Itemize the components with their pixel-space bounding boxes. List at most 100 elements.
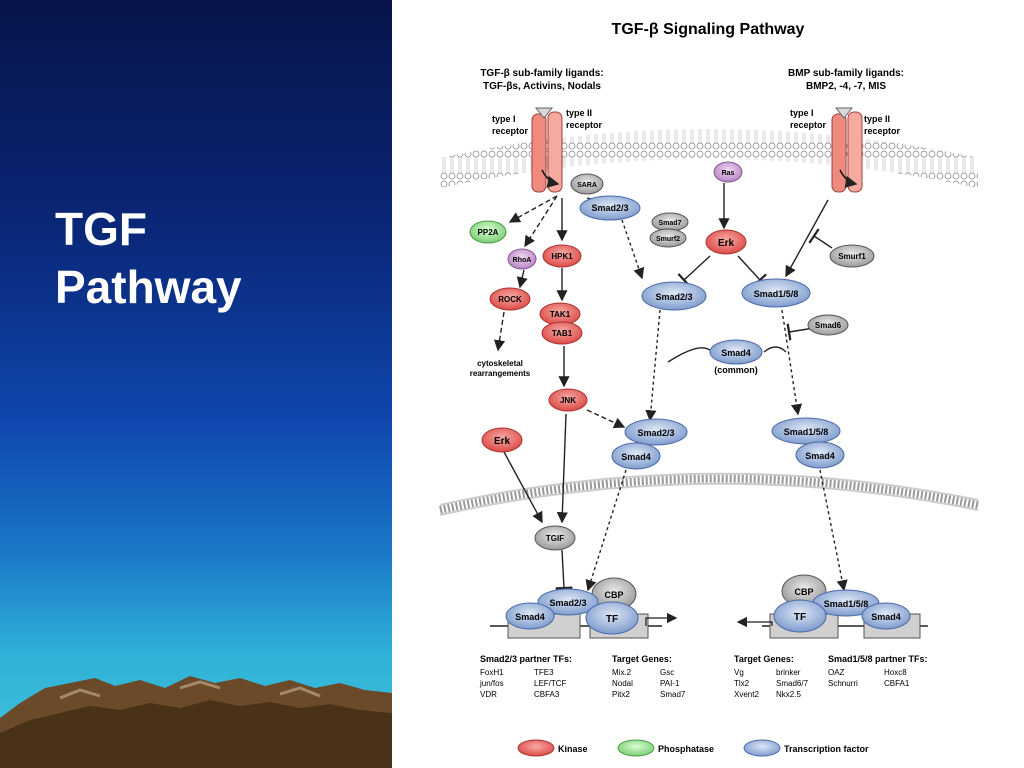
node-rhoa: RhoA	[507, 248, 537, 270]
legend-kinase-label: Kinase	[558, 744, 588, 754]
right-genes-item: Vg	[734, 668, 744, 677]
node-smad158-low-label: Smad1/5/8	[784, 427, 829, 437]
node-rock: ROCK	[489, 287, 531, 311]
node-rock-label: ROCK	[498, 295, 522, 304]
left-tfs-item: LEF/TCF	[534, 679, 567, 688]
receptor-right-type2: type II	[864, 114, 890, 124]
node-smurf1: Smurf1	[829, 244, 875, 268]
node-tf-right-label: TF	[794, 612, 806, 623]
node-smad7: Smad7	[651, 212, 689, 232]
left-target-genes: Target Genes: Mix.2 Nodal Pitx2 Gsc PAI-…	[612, 654, 686, 699]
node-smad4-low-right: Smad4	[795, 441, 845, 469]
node-smad23-nuc: Smad2/3	[537, 588, 599, 616]
left-genes-item: Pitx2	[612, 690, 630, 699]
common-label: (common)	[714, 365, 758, 375]
node-sara-label: SARA	[577, 182, 597, 189]
left-genes-item: PAI-1	[660, 679, 680, 688]
left-partner-tfs: Smad2/3 partner TFs: FoxH1 jun/fos VDR T…	[479, 654, 572, 699]
node-smad23-top-label: Smad2/3	[591, 203, 628, 213]
node-smad23-low: Smad2/3	[624, 418, 688, 446]
node-smad23-mid: Smad2/3	[641, 281, 707, 311]
left-tfs-item: TFE3	[534, 668, 554, 677]
node-tf-left: TF	[585, 601, 639, 635]
node-smad158-low: Smad1/5/8	[771, 417, 841, 445]
node-tgif-label: TGIF	[546, 534, 564, 543]
left-tfs-item: jun/fos	[479, 679, 504, 688]
receptor-left-type1: type I	[492, 114, 516, 124]
node-hpk1: HPK1	[542, 244, 582, 268]
right-genes-item: Xvent2	[734, 690, 759, 699]
node-rhoa-label: RhoA	[513, 257, 532, 264]
cell-membrane	[440, 129, 978, 188]
rearrangements-label: rearrangements	[470, 369, 531, 378]
slide-title: TGF Pathway	[55, 203, 242, 313]
node-smad7-label: Smad7	[659, 220, 682, 227]
right-partner-tfs: Smad1/5/8 partner TFs: OAZ Schnurri Hoxc…	[828, 654, 928, 688]
left-tfs-item: CBFA3	[534, 690, 560, 699]
nuclear-membrane	[439, 474, 979, 514]
node-smurf2: Smurf2	[649, 228, 687, 248]
node-smurf2-label: Smurf2	[656, 236, 680, 243]
node-smad4-common-label: Smad4	[721, 348, 751, 358]
right-tfs-item: CBFA1	[884, 679, 910, 688]
node-smad6-label: Smad6	[815, 321, 842, 330]
right-tfs-header: Smad1/5/8 partner TFs:	[828, 654, 928, 664]
node-smad4-low-left-label: Smad4	[621, 452, 651, 462]
legend-phosphatase-label: Phosphatase	[658, 744, 714, 754]
node-tak1: TAK1	[539, 302, 581, 326]
node-smad158-mid-label: Smad1/5/8	[754, 289, 799, 299]
node-smad4-nuc-right-label: Smad4	[871, 612, 901, 622]
slide-title-panel: TGF Pathway	[0, 0, 392, 768]
node-tak1-label: TAK1	[550, 310, 571, 319]
right-genes-item: brinker	[776, 668, 801, 677]
node-smad23-low-label: Smad2/3	[637, 428, 674, 438]
left-genes-header: Target Genes:	[612, 654, 672, 664]
diagram-panel: TGF-β Signaling Pathway TGF-β sub-family…	[392, 0, 1024, 768]
legend-kinase-swatch	[517, 739, 555, 757]
left-tfs-item: VDR	[480, 690, 497, 699]
node-smad4-low-right-label: Smad4	[805, 451, 835, 461]
node-tf-right: TF	[773, 599, 827, 633]
node-tf-left-label: TF	[606, 614, 618, 625]
tgf-receptor-complex	[531, 107, 563, 193]
node-sara: SARA	[570, 173, 604, 195]
left-tfs-item: FoxH1	[480, 668, 504, 677]
node-smad158-mid: Smad1/5/8	[741, 278, 811, 308]
node-cbp-right-label: CBP	[794, 587, 813, 597]
node-erk-mid: Erk	[705, 229, 747, 255]
bmp-ligands-label: BMP sub-family ligands:	[788, 68, 904, 79]
node-jnk-label: JNK	[560, 396, 576, 405]
left-genes-item: Mix.2	[612, 668, 632, 677]
right-genes-header: Target Genes:	[734, 654, 794, 664]
node-tab1-label: TAB1	[552, 329, 573, 338]
node-tab1: TAB1	[541, 321, 583, 345]
node-pp2a-label: PP2A	[478, 228, 499, 237]
right-tfs-item: Hoxc8	[884, 668, 907, 677]
node-ras-label: Ras	[722, 170, 735, 177]
right-tfs-item: Schnurri	[828, 679, 858, 688]
receptor-right-type1: type I	[790, 108, 814, 118]
node-erk-left: Erk	[481, 427, 523, 453]
right-genes-item: Nkx2.5	[776, 690, 801, 699]
right-target-genes: Target Genes: Vg Tlx2 Xvent2 brinker Sma…	[734, 654, 809, 699]
node-jnk: JNK	[548, 388, 588, 412]
receptor-right-type2-receptor: receptor	[864, 126, 901, 136]
left-genes-item: Smad7	[660, 690, 686, 699]
tgf-ligands-list: TGF-βs, Activins, Nodals	[483, 81, 601, 92]
node-smad4-nuc-right: Smad4	[861, 602, 911, 630]
legend-tf-label: Transcription factor	[784, 744, 869, 754]
node-tgif: TGIF	[534, 525, 576, 551]
right-genes-item: Tlx2	[734, 679, 750, 688]
node-smad4-common: Smad4	[709, 339, 763, 365]
receptor-right-type1-receptor: receptor	[790, 120, 827, 130]
right-tfs-item: OAZ	[828, 668, 845, 677]
bmp-receptor-complex	[831, 107, 863, 193]
left-genes-item: Nodal	[612, 679, 633, 688]
node-smad23-nuc-label: Smad2/3	[549, 598, 586, 608]
node-pp2a: PP2A	[469, 220, 507, 244]
legend: Kinase Phosphatase Transcription factor	[517, 739, 869, 757]
receptor-left-type1-receptor: receptor	[492, 126, 529, 136]
legend-phosphatase-swatch	[617, 739, 655, 757]
node-smad4-nuc-left-label: Smad4	[515, 612, 545, 622]
cytoskeletal-label: cytoskeletal	[477, 359, 523, 368]
